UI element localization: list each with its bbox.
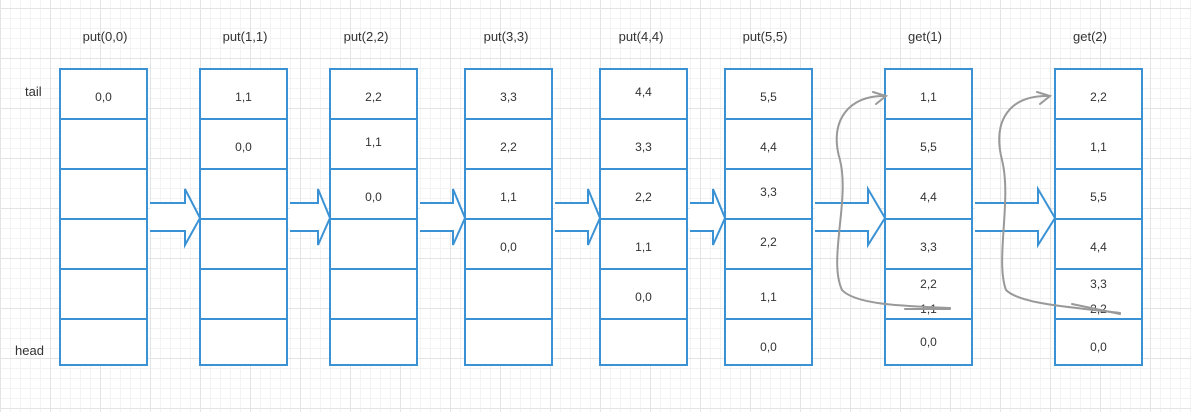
- cache-stack: 2,2 1,1 0,0: [329, 68, 418, 366]
- cache-entry: 0,0: [635, 290, 652, 304]
- step-title: put(0,0): [82, 29, 128, 44]
- cache-entry: 2,2: [760, 235, 777, 249]
- cache-entry: 0,0: [235, 140, 252, 154]
- cache-entry: 2,2: [365, 90, 382, 104]
- step-arrow: [150, 188, 202, 249]
- cache-entry: 5,5: [1090, 190, 1107, 204]
- cache-entry: 1,1: [235, 90, 252, 104]
- cache-entry: 1,1: [635, 240, 652, 254]
- arrow-head: [872, 91, 889, 105]
- step-title: put(2,2): [343, 29, 389, 44]
- cache-entry: 0,0: [920, 335, 937, 349]
- step-title: put(1,1): [222, 29, 268, 44]
- cache-entry: 0,0: [760, 340, 777, 354]
- cache-stack: 1,1 0,0: [199, 68, 288, 366]
- cache-entry: 0,0: [500, 240, 517, 254]
- cache-entry: 0,0: [1090, 340, 1107, 354]
- step-title: get(2): [1073, 29, 1107, 44]
- head-label: head: [15, 343, 44, 358]
- cache-entry: 3,3: [920, 240, 937, 254]
- move-to-tail-arrow: [835, 94, 951, 309]
- cache-entry: 3,3: [500, 90, 517, 104]
- cache-entry: 3,3: [760, 185, 777, 199]
- step-title: put(4,4): [618, 29, 664, 44]
- cache-entry: 0,0: [95, 90, 112, 104]
- step-arrow: [555, 188, 602, 246]
- step-arrow: [690, 188, 727, 246]
- cache-entry: 2,2: [635, 190, 652, 204]
- step-title: get(1): [908, 29, 942, 44]
- cache-entry: 3,3: [635, 140, 652, 154]
- cache-stack: 1,1 5,5 4,4 3,3 2,2 1,1 0,0: [884, 68, 973, 366]
- cache-entry: 1,1: [760, 290, 777, 304]
- tail-label: tail: [25, 84, 42, 99]
- cache-entry: 4,4: [760, 140, 777, 154]
- move-to-tail-arrow: [998, 94, 1121, 314]
- cache-entry: 1,1: [365, 135, 382, 149]
- cache-entry: 2,2: [1090, 90, 1107, 104]
- cache-entry: 4,4: [635, 85, 652, 99]
- cache-entry: 1,1: [1090, 140, 1107, 154]
- cache-stack: 0,0: [59, 68, 148, 366]
- step-arrow: [290, 188, 332, 246]
- cache-entry: 5,5: [760, 90, 777, 104]
- step-title: put(3,3): [483, 29, 529, 44]
- step-arrow: [420, 188, 467, 246]
- step-arrow: [815, 185, 887, 249]
- strike-through: [1071, 303, 1121, 315]
- cache-entry: 2,2: [500, 140, 517, 154]
- step-arrow: [975, 185, 1057, 249]
- cache-entry: 0,0: [365, 190, 382, 204]
- cache-entry: 3,3: [1090, 277, 1107, 291]
- cache-entry: 5,5: [920, 140, 937, 154]
- cache-entry: 4,4: [920, 190, 937, 204]
- cache-entry: 1,1: [920, 90, 937, 104]
- cache-stack: 3,3 2,2 1,1 0,0: [464, 68, 553, 366]
- cache-entry: 1,1: [500, 190, 517, 204]
- cache-entry: 4,4: [1090, 240, 1107, 254]
- arrow-head: [1036, 91, 1053, 105]
- step-title: put(5,5): [742, 29, 788, 44]
- cache-entry: 2,2: [920, 277, 937, 291]
